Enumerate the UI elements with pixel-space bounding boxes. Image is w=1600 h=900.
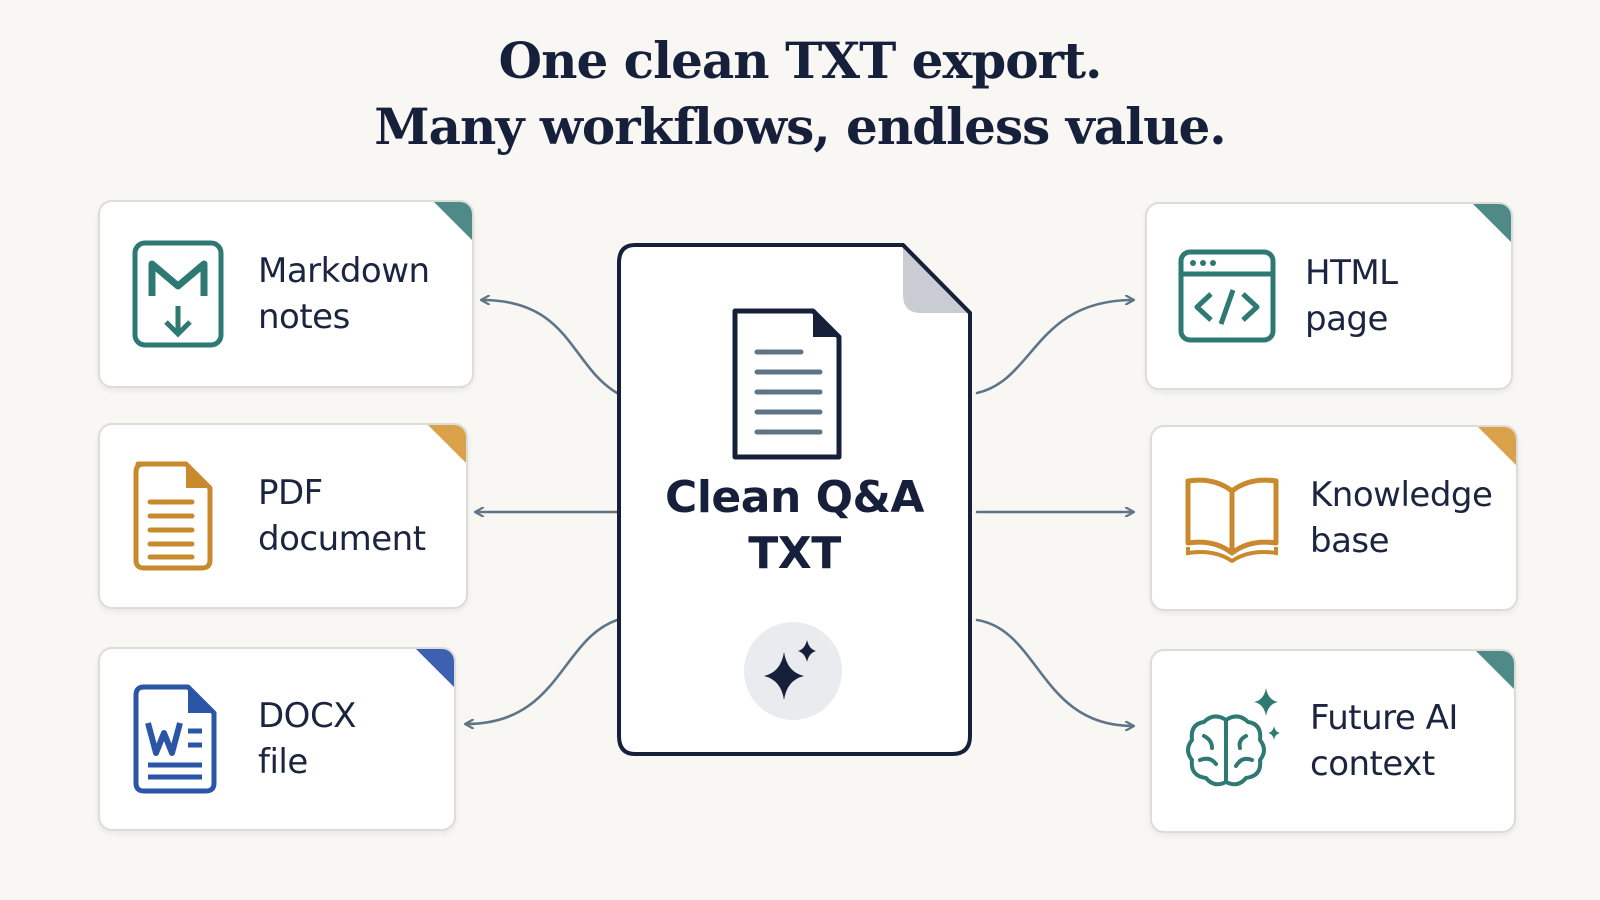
card-corner xyxy=(427,425,466,464)
card-corner xyxy=(433,202,472,241)
sparkle-icon xyxy=(764,640,816,700)
headline: One clean TXT export. Many workflows, en… xyxy=(0,28,1600,160)
output-card-html[interactable]: HTML page xyxy=(1145,202,1513,390)
center-title-line-1: Clean Q&A xyxy=(665,472,924,523)
output-label: Future AI context xyxy=(1310,698,1458,784)
card-corner xyxy=(1477,427,1516,466)
output-card-docx[interactable]: DOCX file xyxy=(98,647,456,831)
sparkle-badge xyxy=(744,622,842,720)
output-label: Knowledge base xyxy=(1310,475,1493,561)
headline-line-2: Many workflows, endless value. xyxy=(374,97,1226,156)
markdown-icon xyxy=(132,240,224,348)
code-window-icon xyxy=(1178,249,1276,343)
headline-line-1: One clean TXT export. xyxy=(498,31,1103,90)
ai-brain-icon xyxy=(1186,688,1280,787)
text-document-icon xyxy=(732,308,842,460)
center-title: Clean Q&A TXT xyxy=(617,470,972,582)
output-card-markdown[interactable]: Markdown notes xyxy=(98,200,474,388)
output-card-pdf[interactable]: PDF document xyxy=(98,423,468,609)
arrow-to-future-ai xyxy=(975,618,1133,726)
card-corner xyxy=(1475,651,1514,690)
word-document-icon xyxy=(133,684,217,794)
pdf-document-icon xyxy=(133,461,213,571)
arrow-to-html xyxy=(975,300,1133,395)
card-corner xyxy=(415,649,454,688)
output-label: HTML page xyxy=(1305,253,1398,339)
output-label: DOCX file xyxy=(258,696,356,782)
output-label: Markdown notes xyxy=(258,251,430,337)
output-card-future-ai[interactable]: Future AI context xyxy=(1150,649,1516,833)
arrow-to-docx xyxy=(466,618,619,724)
center-document xyxy=(617,243,972,756)
output-card-knowledge-base[interactable]: Knowledge base xyxy=(1150,425,1518,611)
arrow-to-markdown xyxy=(482,300,619,395)
open-book-icon xyxy=(1185,477,1279,563)
center-title-line-2: TXT xyxy=(748,528,841,579)
card-corner xyxy=(1472,204,1511,243)
output-label: PDF document xyxy=(258,473,426,559)
